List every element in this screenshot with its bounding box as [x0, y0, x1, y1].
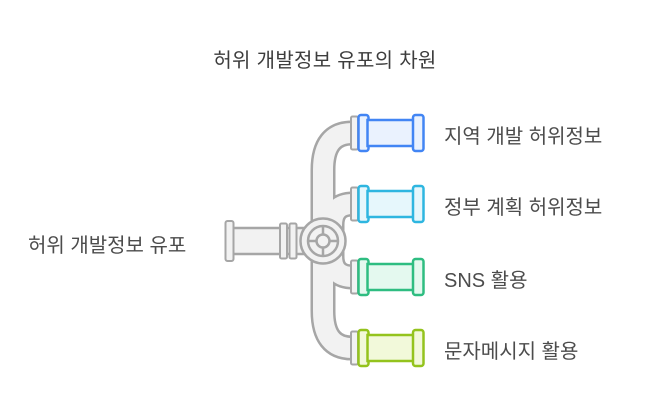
pipe-connector [350, 330, 359, 366]
inlet-pipe-end-flange [224, 220, 235, 262]
branch-label: 정부 계획 허위정보 [444, 197, 603, 219]
branch-label: 지역 개발 허위정보 [444, 126, 603, 148]
source-label: 허위 개발정보 유포 [28, 235, 187, 257]
pipe-flange-right [411, 184, 425, 224]
branch-pipe-1 [350, 184, 425, 224]
diagram-title: 허위 개발정보 유포의 차원 [213, 50, 437, 72]
branch-label: SNS 활용 [444, 270, 528, 292]
pipe-body [366, 262, 416, 292]
branch-pipe-2 [350, 257, 425, 297]
inlet-pipe [224, 220, 307, 262]
branch-pipe-3 [350, 328, 425, 368]
branch-tube-bottom-outer [313, 234, 353, 358]
branch-pipe-0 [350, 113, 425, 153]
pipe-connector [350, 186, 359, 222]
pipe-flange-right [411, 257, 425, 297]
branch-label: 문자메시지 활용 [444, 341, 579, 363]
branch-tube-top-outer [313, 123, 353, 248]
valve-flange-bar-2 [288, 222, 298, 260]
pipe-connector [350, 259, 359, 295]
pipe-body [366, 333, 416, 363]
pipe-connector [350, 115, 359, 151]
pipe-body [366, 118, 416, 148]
valve-hub [315, 233, 331, 249]
pipe-flange-right [411, 113, 425, 153]
valve-flange-bar-1 [279, 222, 288, 260]
valve-wheel [299, 217, 347, 265]
pipe-body [366, 189, 416, 219]
pipe-flange-right [411, 328, 425, 368]
